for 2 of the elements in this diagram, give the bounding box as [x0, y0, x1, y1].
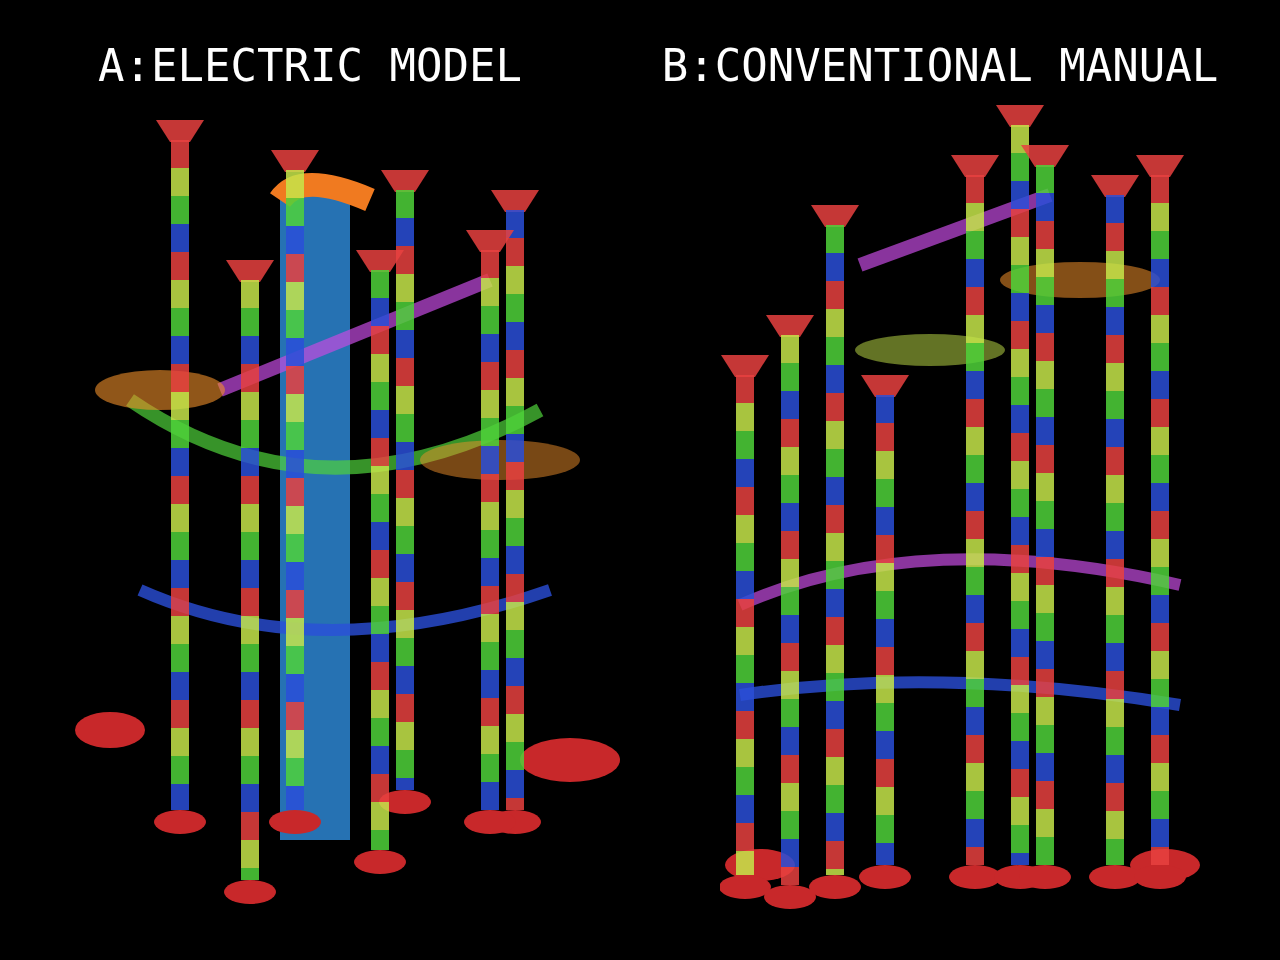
heading: A:ELECTRIC MODEL	[97, 40, 523, 91]
heading: B:CONVENTIONAL MANUAL	[660, 40, 1220, 91]
